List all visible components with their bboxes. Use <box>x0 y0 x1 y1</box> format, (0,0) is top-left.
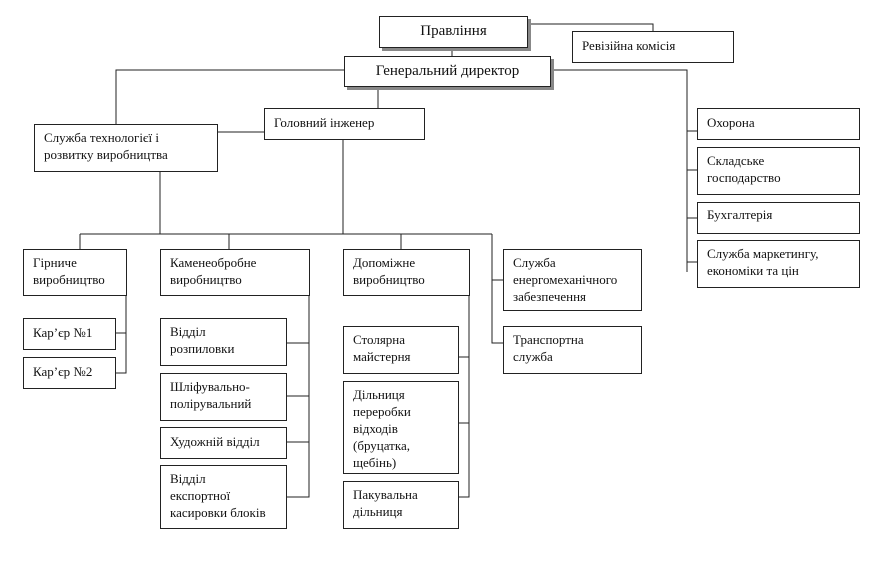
export-department-box: Відділ експортної касировки блоків <box>160 465 287 529</box>
packing-box: Пакувальна дільниця <box>343 481 459 529</box>
art-department-box: Художній відділ <box>160 427 287 459</box>
director-tech-connector <box>115 69 344 124</box>
general-director-box: Генеральний директор <box>344 56 551 87</box>
director-right-connector <box>551 69 688 272</box>
carpentry-box: Столярна майстерня <box>343 326 459 374</box>
auxiliary-production-box: Допоміжне виробництво <box>343 249 470 296</box>
sawing-box: Відділ розпиловки <box>160 318 287 366</box>
mining-bracket <box>116 295 127 374</box>
board-box: Правління <box>379 16 528 48</box>
recycling-box: Дільниця переробки відходів (бруцатка, щ… <box>343 381 459 474</box>
transport-service-box: Транспортна служба <box>503 326 642 374</box>
mining-box: Гірниче виробництво <box>23 249 127 296</box>
stone-processing-box: Каменеобробне виробництво <box>160 249 310 296</box>
energy-service-box: Служба енергомеханічного забезпечення <box>503 249 642 311</box>
auxiliary-bracket <box>459 295 470 498</box>
quarry-1-box: Кар’єр №1 <box>23 318 116 350</box>
services-connector <box>491 234 503 344</box>
polishing-box: Шліфувально- полірувальний <box>160 373 287 421</box>
security-box: Охорона <box>697 108 860 140</box>
quarry-2-box: Кар’єр №2 <box>23 357 116 389</box>
warehouse-box: Складське господарство <box>697 147 860 195</box>
marketing-box: Служба маркетингу, економіки та цін <box>697 240 860 288</box>
chief-engineer-box: Головний інженер <box>264 108 425 140</box>
audit-commission-box: Ревізійна комісія <box>572 31 734 63</box>
stone-bracket <box>287 295 310 498</box>
tech-service-box: Служба технологієї і розвитку виробництв… <box>34 124 218 172</box>
accounting-box: Бухгалтерія <box>697 202 860 234</box>
board-audit-connector <box>527 23 654 31</box>
